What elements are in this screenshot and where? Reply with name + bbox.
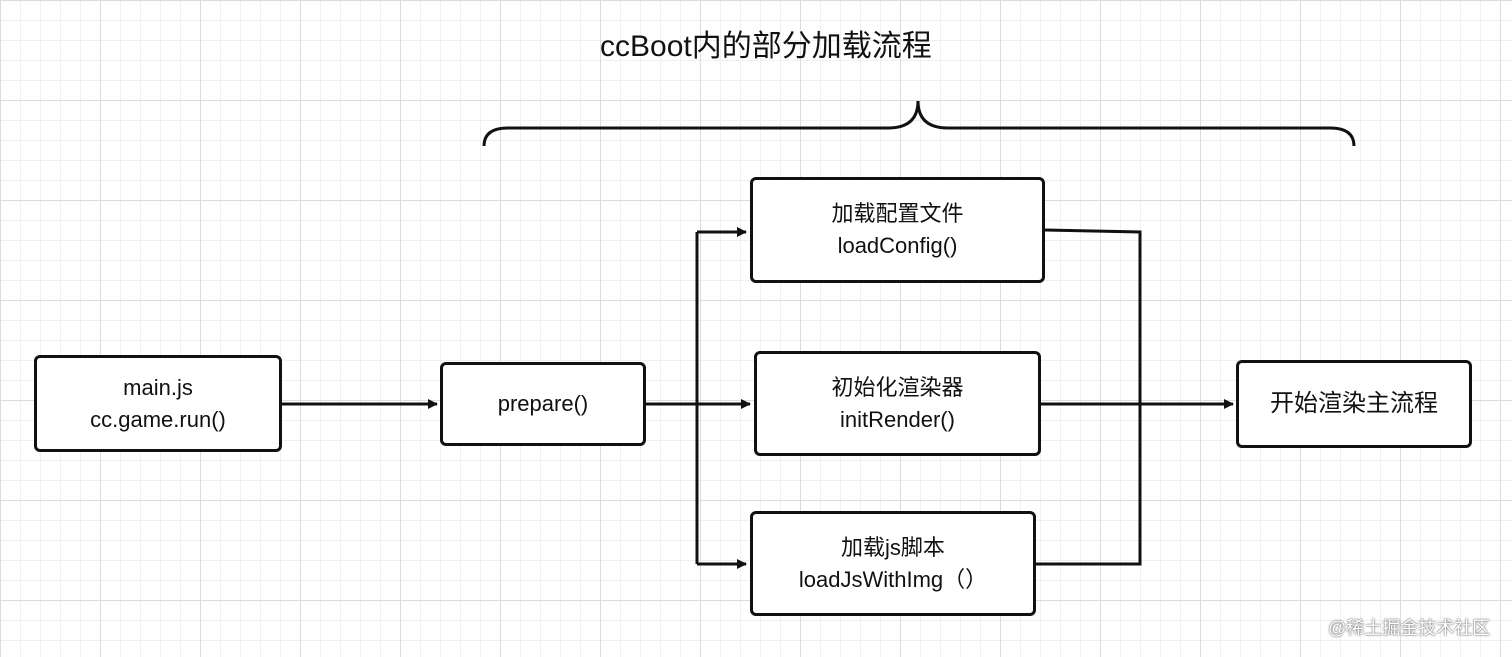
node-main-render-flow: 开始渲染主流程 — [1236, 360, 1472, 448]
watermark: @稀土掘金技术社区 — [1328, 618, 1491, 638]
node-main-render-flow-label: 开始渲染主流程 — [1270, 390, 1438, 417]
node-load-js-line1: 加载js脚本 — [841, 534, 945, 560]
node-init-render: 初始化渲染器 initRender() — [754, 351, 1041, 456]
node-prepare: prepare() — [440, 362, 646, 446]
node-prepare-label: prepare() — [497, 391, 589, 416]
node-load-config-line2: loadConfig() — [837, 233, 958, 258]
node-load-config: 加载配置文件 loadConfig() — [750, 177, 1045, 283]
node-main-js-line2: cc.game.run() — [90, 406, 226, 432]
diagram-title: ccBoot内的部分加载流程 — [600, 30, 932, 63]
node-load-config-line1: 加载配置文件 — [831, 201, 964, 226]
node-load-js: 加载js脚本 loadJsWithImg（） — [750, 511, 1036, 616]
edge-load-config-to-merge — [1036, 228, 1142, 566]
node-load-js-line2: loadJsWithImg（） — [798, 566, 988, 592]
grouping-brace — [482, 100, 1356, 147]
node-main-js-line1: main.js — [123, 374, 193, 400]
node-init-render-line1: 初始化渲染器 — [831, 374, 964, 400]
node-main-js: main.js cc.game.run() — [34, 355, 282, 452]
node-init-render-line2: initRender() — [840, 406, 955, 432]
